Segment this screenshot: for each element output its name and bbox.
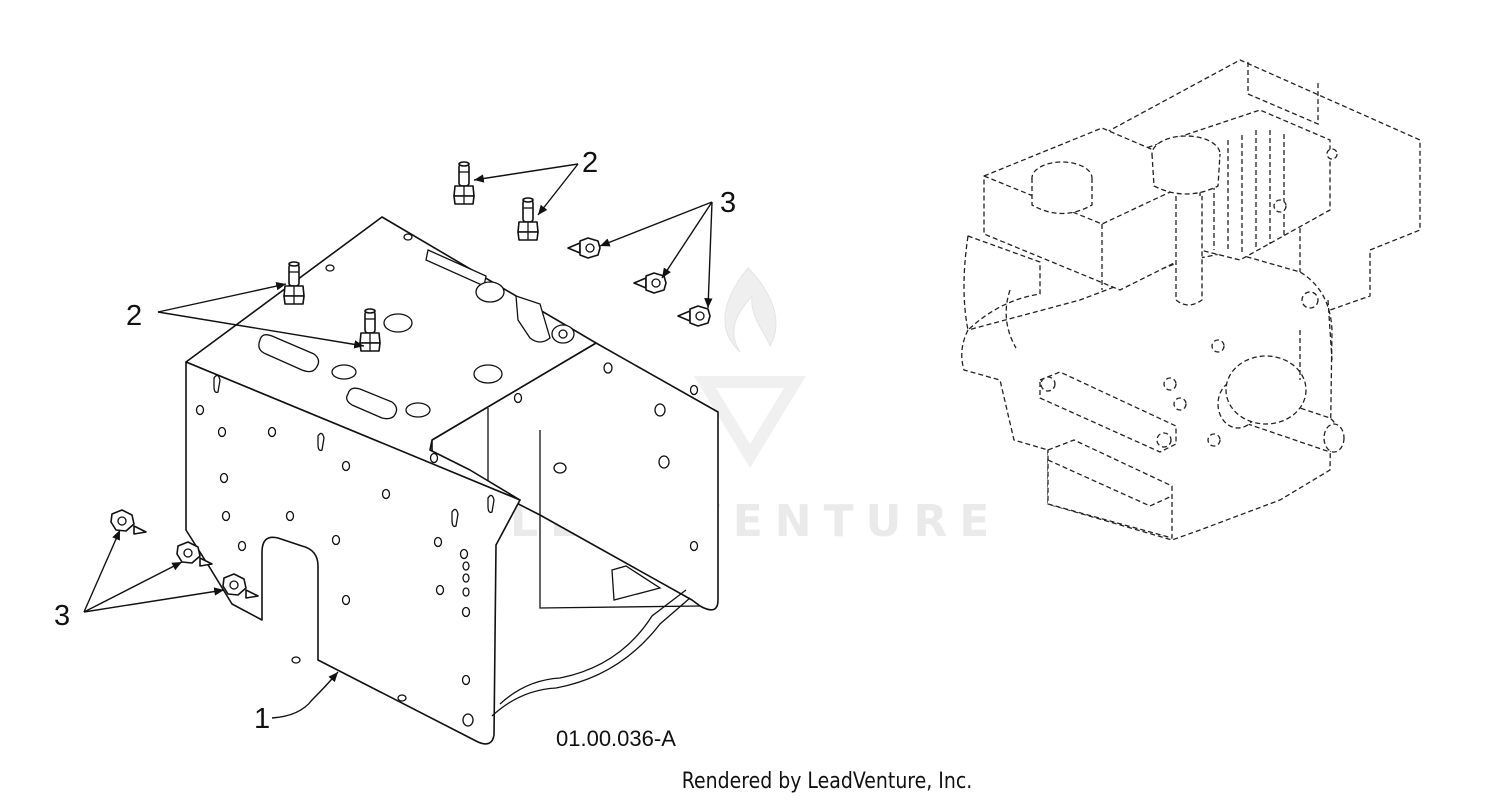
- callout-studs-left: 2: [126, 300, 142, 332]
- flame-logo-icon: [724, 267, 777, 353]
- stud-top-2: [517, 197, 539, 241]
- nut-right-3: [677, 305, 711, 327]
- drawing-number: 01.00.036-A: [556, 726, 676, 751]
- callout-nuts-right: 3: [720, 187, 736, 219]
- render-credit: Rendered by LeadVenture, Inc.: [682, 768, 973, 794]
- nut-right-2: [633, 272, 667, 294]
- stud-top-1: [453, 161, 475, 205]
- nut-left-1: [110, 509, 147, 535]
- engine-reference-phantom: [961, 59, 1421, 541]
- nut-right-1: [567, 237, 601, 259]
- frame-part: [185, 216, 719, 745]
- callout-studs-top: 2: [582, 147, 598, 179]
- front-plate-holes: [195, 374, 495, 727]
- side-plate-holes: [429, 362, 699, 552]
- leader-lines: [83, 163, 713, 719]
- callout-frame: 1: [254, 703, 270, 735]
- callout-nuts-left: 3: [54, 600, 70, 632]
- v-logo-icon: [694, 376, 806, 468]
